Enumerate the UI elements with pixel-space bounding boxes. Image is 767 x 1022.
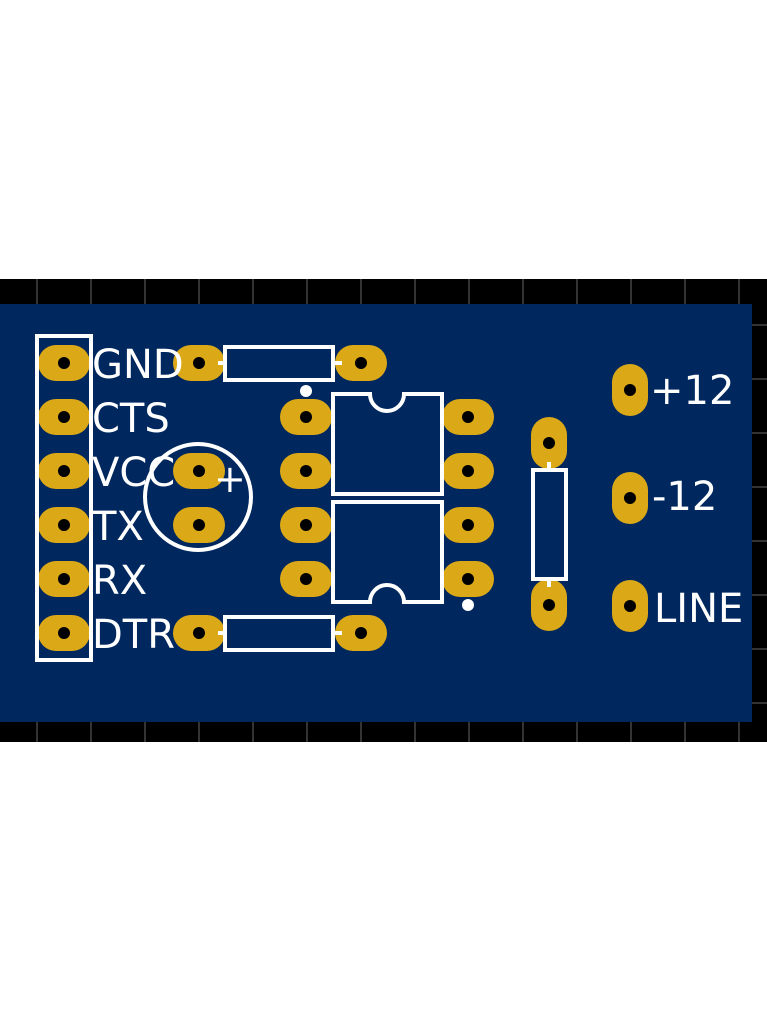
capacitor-outline — [143, 442, 253, 552]
drill-hole — [355, 357, 367, 369]
label-line: LINE — [654, 586, 743, 632]
drill-hole — [624, 492, 636, 504]
silkscreen — [35, 334, 568, 662]
drill-hole — [58, 627, 70, 639]
label-vcc: VCC — [92, 450, 175, 496]
drill-hole — [58, 411, 70, 423]
drill-hole — [193, 627, 205, 639]
label-plus12: +12 — [650, 368, 734, 414]
pin1-dot — [300, 385, 312, 397]
drill-hole — [543, 599, 555, 611]
label-dtr: DTR — [92, 612, 175, 658]
header-outline — [35, 334, 93, 662]
label-minus12: -12 — [652, 474, 717, 520]
drill-hole — [355, 627, 367, 639]
drill-hole — [58, 573, 70, 585]
drill-hole — [624, 384, 636, 396]
drill-hole — [193, 465, 205, 477]
drill-hole — [462, 465, 474, 477]
drill-hole — [462, 573, 474, 585]
cap-polarity-mark: + — [214, 457, 246, 501]
pads — [38, 345, 648, 651]
drill-hole — [193, 519, 205, 531]
drill-hole — [624, 600, 636, 612]
label-tx: TX — [91, 504, 144, 550]
pin1-dot — [462, 599, 474, 611]
label-gnd: GND — [92, 342, 184, 388]
drill-hole — [300, 411, 312, 423]
drill-hole — [58, 465, 70, 477]
drill-hole — [300, 465, 312, 477]
drill-hole — [462, 411, 474, 423]
drill-hole — [193, 357, 205, 369]
drill-hole — [58, 519, 70, 531]
drill-hole — [300, 519, 312, 531]
drill-hole — [300, 573, 312, 585]
drill-hole — [543, 437, 555, 449]
label-rx: RX — [92, 558, 147, 604]
drill-hole — [58, 357, 70, 369]
ic-top-outline — [331, 392, 444, 496]
drill-hole — [462, 519, 474, 531]
label-cts: CTS — [92, 396, 170, 442]
ic-bottom-outline — [331, 500, 444, 604]
